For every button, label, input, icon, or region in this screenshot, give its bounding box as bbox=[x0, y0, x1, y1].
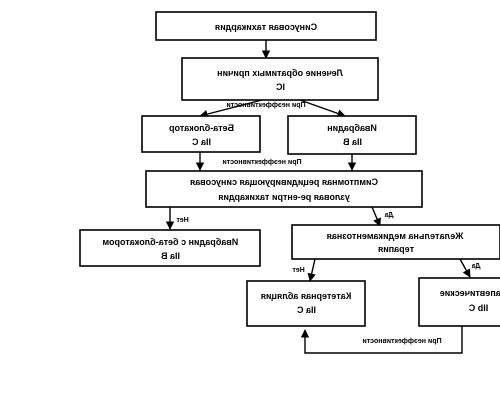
node-class: IIb C bbox=[468, 303, 488, 313]
node-title: Терапевтические bbox=[440, 288, 500, 298]
label-yes-2: Да bbox=[472, 263, 481, 270]
node-title: Синусовая тахикардия bbox=[215, 22, 317, 32]
label-yes-1: Да bbox=[385, 212, 394, 219]
edge-n7-n9 bbox=[459, 258, 471, 278]
node-title: Бета-блокатор bbox=[169, 123, 234, 133]
node-therapy-partial: Терапевтические IIb C bbox=[418, 277, 500, 327]
node-ivabradine: Ивабрадин IIa B bbox=[287, 115, 417, 155]
edge-n2-n4 bbox=[299, 99, 346, 118]
node-title: Симптомная рецидивирующая синусовая bbox=[190, 177, 378, 187]
edge-labels: При неэффективности При неэффективности … bbox=[176, 102, 481, 345]
node-class: IIa C bbox=[296, 305, 316, 315]
node-beta-blocker: Бета-блокатор IIa C bbox=[141, 115, 261, 153]
node-treat-causes: Лечение обратимых причин IC bbox=[181, 57, 379, 101]
label-ineffective-2: При неэффективности bbox=[222, 159, 301, 166]
edge-n5-n7 bbox=[371, 206, 381, 227]
node-subtitle: узловая ре-ентри тахикардия bbox=[218, 192, 350, 202]
label-ineffective-3: При неэффективности bbox=[362, 338, 441, 345]
node-subtitle: терапия bbox=[378, 244, 414, 254]
node-symptomatic: Симптомная рецидивирующая синусовая узло… bbox=[145, 170, 423, 208]
node-class: IIa B bbox=[160, 251, 180, 261]
node-title: Ивабрадин с бета-блокатором bbox=[102, 237, 238, 247]
node-title: Желательна медикаментозная bbox=[327, 231, 465, 241]
label-no-1: Нет bbox=[176, 217, 189, 224]
node-class: IC bbox=[276, 82, 286, 92]
node-ivabradine-beta: Ивабрадин с бета-блокатором IIa B bbox=[79, 229, 261, 267]
node-class: IIa B bbox=[342, 137, 362, 147]
node-sinus-tachycardia: Синусовая тахикардия bbox=[155, 11, 377, 41]
node-title: Ивабрадин bbox=[327, 123, 377, 133]
node-catheter-ablation: Катетерная абляция IIa C bbox=[246, 280, 366, 327]
edge-n2-n3 bbox=[199, 99, 263, 119]
node-drug-therapy: Желательна медикаментозная терапия bbox=[291, 224, 500, 260]
connectors bbox=[165, 40, 471, 354]
label-no-2: Нет bbox=[292, 267, 305, 274]
node-title: Лечение обратимых причин bbox=[217, 68, 343, 78]
edge-n9-n8-loop bbox=[300, 326, 463, 354]
label-ineffective-1: При неэффективности bbox=[226, 102, 305, 109]
edge-n7-n8 bbox=[307, 258, 316, 282]
node-class: IIa C bbox=[191, 137, 211, 147]
node-title: Катетерная абляция bbox=[261, 291, 352, 301]
